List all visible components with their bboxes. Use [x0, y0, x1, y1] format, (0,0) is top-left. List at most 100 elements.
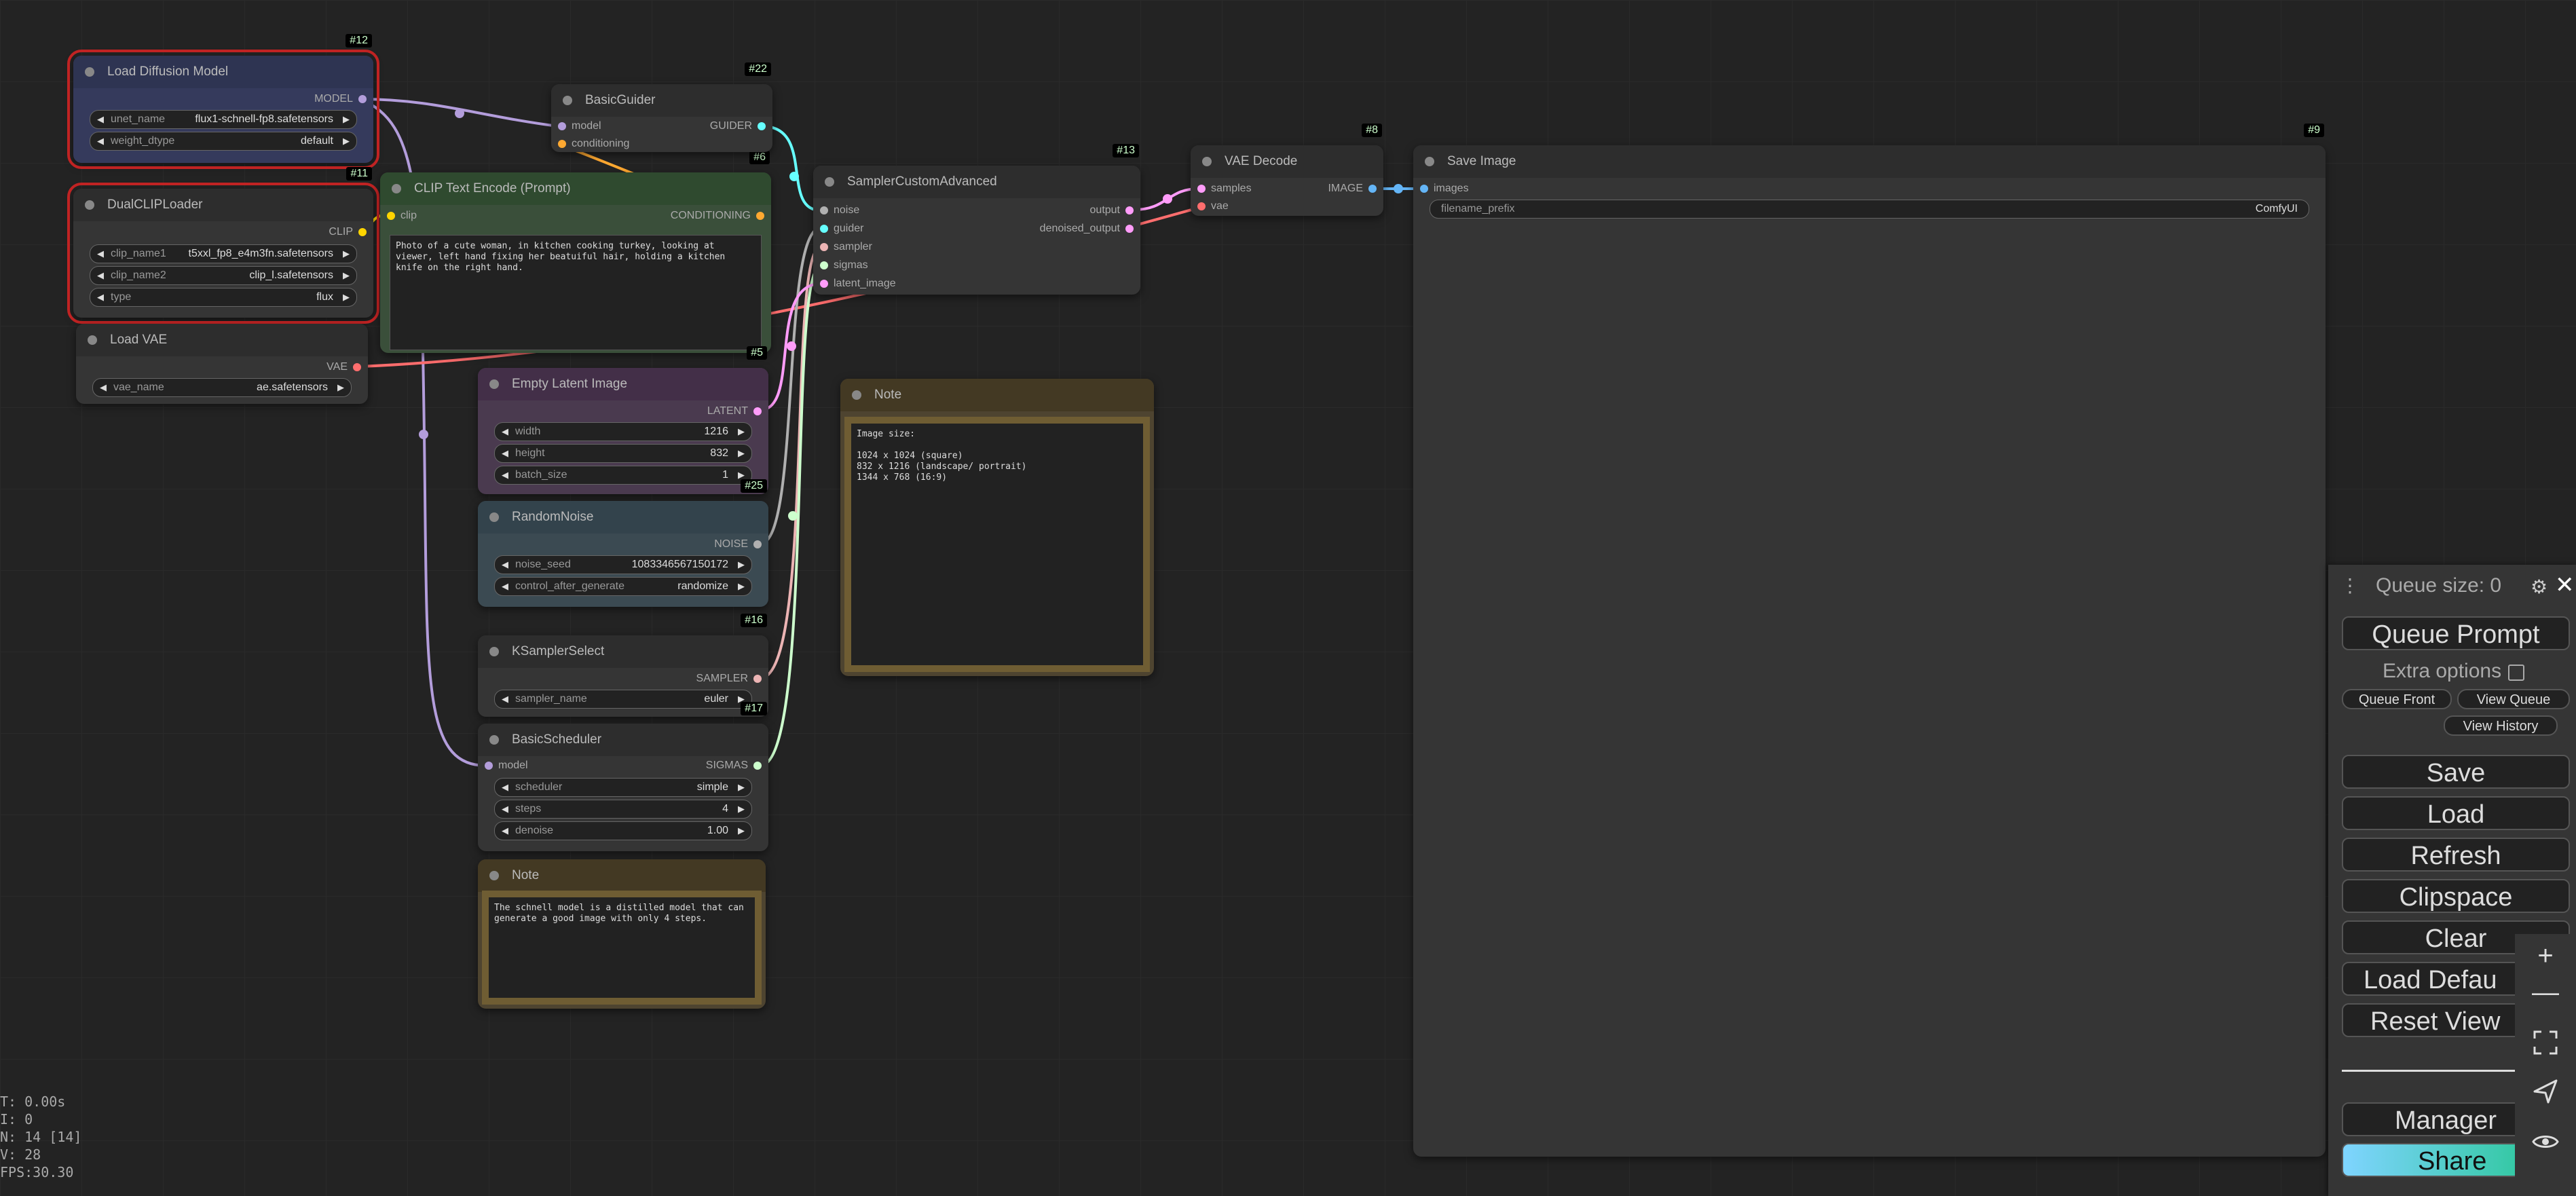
arrow-left-icon[interactable]: ◀: [502, 448, 508, 458]
arrow-right-icon[interactable]: ▶: [738, 426, 745, 436]
socket-icon[interactable]: [820, 225, 828, 233]
eye-icon[interactable]: [2515, 1121, 2576, 1162]
node-vae-decode[interactable]: #8 VAE Decode samples vae IMAGE: [1191, 124, 1383, 216]
output-latent[interactable]: LATENT: [707, 403, 762, 419]
arrow-left-icon[interactable]: ◀: [97, 292, 104, 302]
arrow-right-icon[interactable]: ▶: [738, 470, 745, 480]
arrow-left-icon[interactable]: ◀: [502, 782, 508, 792]
queue-prompt-button[interactable]: Queue Prompt: [2342, 616, 2570, 650]
arrow-right-icon[interactable]: ▶: [343, 292, 350, 302]
node-title[interactable]: Note: [840, 379, 1154, 411]
input-model[interactable]: model: [485, 758, 528, 774]
node-title[interactable]: SamplerCustomAdvanced: [813, 166, 1140, 198]
output-vae[interactable]: VAE: [326, 359, 361, 375]
socket-icon[interactable]: [753, 675, 762, 683]
collapse-dot-icon[interactable]: [489, 871, 499, 880]
note-textarea[interactable]: The schnell model is a distilled model t…: [482, 891, 762, 1005]
arrow-left-icon[interactable]: ◀: [502, 426, 508, 436]
collapse-dot-icon[interactable]: [489, 647, 499, 656]
input-conditioning[interactable]: conditioning: [558, 136, 629, 152]
socket-icon[interactable]: [820, 280, 828, 288]
socket-icon[interactable]: [1197, 202, 1206, 210]
arrow-left-icon[interactable]: ◀: [97, 248, 104, 259]
node-ksampler-select[interactable]: #16 KSamplerSelect SAMPLER ◀sampler_name…: [478, 614, 768, 717]
view-queue-button[interactable]: View Queue: [2457, 689, 2570, 709]
node-title[interactable]: BasicGuider: [551, 84, 772, 117]
collapse-dot-icon[interactable]: [88, 335, 97, 345]
socket-icon[interactable]: [1125, 206, 1134, 214]
collapse-dot-icon[interactable]: [1425, 157, 1434, 166]
socket-icon[interactable]: [485, 762, 493, 770]
collapse-dot-icon[interactable]: [85, 67, 94, 77]
collapse-dot-icon[interactable]: [85, 200, 94, 210]
arrow-right-icon[interactable]: ▶: [343, 248, 350, 259]
arrow-left-icon[interactable]: ◀: [97, 136, 104, 146]
zoom-in-icon[interactable]: +: [2537, 941, 2554, 971]
node-load-diffusion-model[interactable]: #12 Load Diffusion Model MODEL ◀unet_nam…: [67, 34, 379, 169]
socket-icon[interactable]: [358, 95, 367, 103]
collapse-dot-icon[interactable]: [563, 96, 572, 105]
socket-icon[interactable]: [1125, 225, 1134, 233]
socket-icon[interactable]: [820, 261, 828, 269]
node-title[interactable]: BasicScheduler: [478, 724, 768, 756]
close-icon[interactable]: ✕: [2555, 572, 2575, 598]
input-noise[interactable]: noise: [820, 202, 859, 219]
output-clip[interactable]: CLIP: [329, 224, 367, 240]
input-vae[interactable]: vae: [1197, 198, 1229, 214]
arrow-right-icon[interactable]: ▶: [738, 804, 745, 814]
socket-icon[interactable]: [753, 762, 762, 770]
save-button[interactable]: Save: [2342, 755, 2570, 789]
arrow-right-icon[interactable]: ▶: [343, 270, 350, 280]
arrow-right-icon[interactable]: ▶: [738, 782, 745, 792]
arrow-right-icon[interactable]: ▶: [738, 559, 745, 569]
collapse-dot-icon[interactable]: [489, 512, 499, 522]
input-sigmas[interactable]: sigmas: [820, 257, 868, 274]
collapse-dot-icon[interactable]: [489, 379, 499, 389]
arrow-left-icon[interactable]: ◀: [100, 382, 107, 392]
socket-icon[interactable]: [820, 206, 828, 214]
node-title[interactable]: CLIP Text Encode (Prompt): [380, 172, 771, 205]
node-title[interactable]: KSamplerSelect: [478, 635, 768, 668]
arrow-right-icon[interactable]: ▶: [738, 581, 745, 591]
arrow-right-icon[interactable]: ▶: [343, 114, 350, 124]
refresh-button[interactable]: Refresh: [2342, 838, 2570, 872]
arrow-left-icon[interactable]: ◀: [502, 581, 508, 591]
socket-icon[interactable]: [558, 140, 566, 148]
input-sampler[interactable]: sampler: [820, 239, 872, 255]
zoom-out-icon[interactable]: —: [2532, 977, 2559, 1007]
input-images[interactable]: images: [1420, 181, 1469, 197]
node-basic-guider[interactable]: #22 BasicGuider model conditioning GUIDE…: [551, 62, 772, 152]
input-model[interactable]: model: [558, 118, 601, 134]
node-title[interactable]: RandomNoise: [478, 501, 768, 534]
prompt-textarea[interactable]: Photo of a cute woman, in kitchen cookin…: [390, 235, 762, 350]
output-sampler[interactable]: SAMPLER: [696, 671, 762, 687]
output-output[interactable]: output: [1090, 202, 1134, 219]
input-samples[interactable]: samples: [1197, 181, 1252, 197]
arrow-right-icon[interactable]: ▶: [343, 136, 350, 146]
view-history-button[interactable]: View History: [2444, 715, 2558, 736]
socket-icon[interactable]: [1197, 185, 1206, 193]
input-clip[interactable]: clip: [387, 208, 417, 224]
node-title[interactable]: VAE Decode: [1191, 145, 1383, 178]
collapse-dot-icon[interactable]: [852, 390, 861, 400]
node-clip-text-encode[interactable]: #6 CLIP Text Encode (Prompt) clip CONDIT…: [380, 151, 771, 353]
collapse-dot-icon[interactable]: [825, 177, 834, 187]
queue-front-button[interactable]: Queue Front: [2342, 689, 2452, 709]
socket-icon[interactable]: [1420, 185, 1428, 193]
